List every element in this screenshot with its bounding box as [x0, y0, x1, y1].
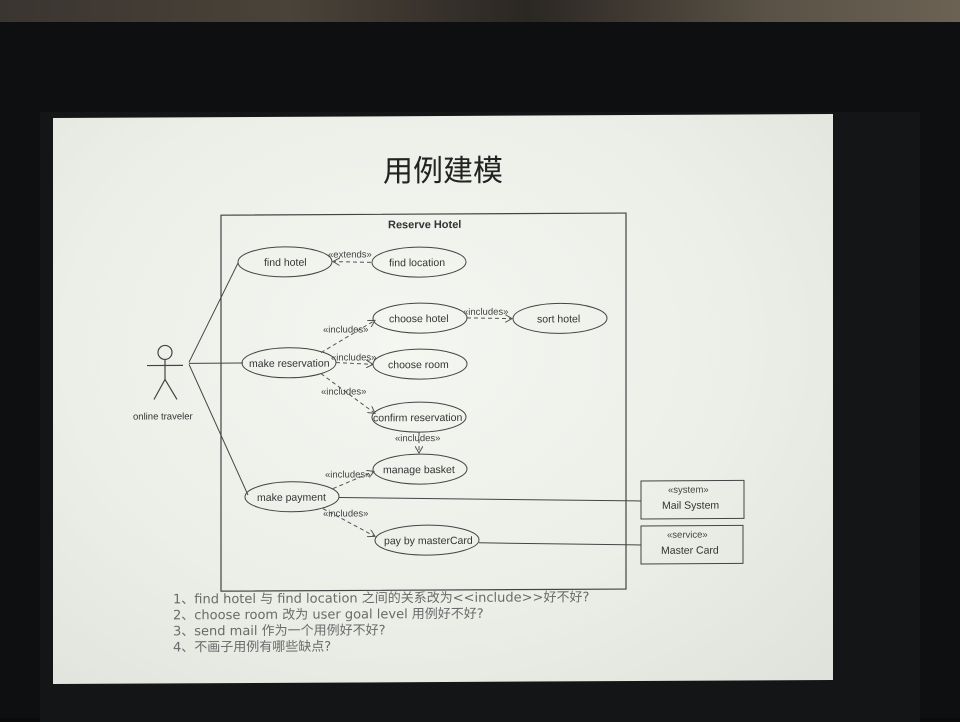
actor-online-traveler	[147, 345, 183, 399]
label-includes-payment-basket: «includes»	[325, 469, 370, 480]
label-includes-sort: «includes»	[463, 307, 508, 318]
label-includes-choose-hotel: «includes»	[323, 324, 368, 335]
mail-system-name: Mail System	[662, 500, 719, 512]
use-case-find-hotel: find hotel	[238, 247, 332, 277]
svg-text:choose room: choose room	[388, 359, 449, 371]
svg-text:confirm reservation: confirm reservation	[373, 412, 462, 424]
system-boundary-label: Reserve Hotel	[388, 219, 461, 231]
svg-text:make reservation: make reservation	[249, 358, 330, 370]
question-list: 1、find hotel 与 find location 之间的关系改为<<in…	[173, 589, 813, 656]
label-includes-mastercard: «includes»	[323, 508, 368, 519]
mail-system-stereotype: «system»	[668, 485, 709, 496]
external-master-card: «service» Master Card	[641, 525, 743, 564]
svg-text:find hotel: find hotel	[264, 257, 307, 269]
svg-text:sort hotel: sort hotel	[537, 313, 580, 325]
master-card-name: Master Card	[661, 545, 719, 557]
use-case-choose-hotel: choose hotel	[373, 303, 467, 333]
actor-label: online traveler	[133, 411, 193, 422]
question-item: 4、不画子用例有哪些缺点?	[173, 637, 813, 656]
label-extends: «extends»	[328, 249, 372, 260]
svg-text:find location: find location	[389, 257, 445, 269]
use-case-choose-room: choose room	[373, 349, 467, 379]
label-includes-basket: «includes»	[395, 433, 440, 444]
dependency-arrows	[321, 261, 512, 537]
use-case-pay-by-mastercard: pay by masterCard	[375, 525, 479, 556]
master-card-stereotype: «service»	[667, 530, 708, 541]
svg-text:make payment: make payment	[257, 492, 326, 504]
svg-text:choose hotel: choose hotel	[389, 313, 449, 325]
background-room-strip	[0, 0, 960, 22]
use-case-confirm-reservation: confirm reservation	[372, 402, 466, 432]
external-mail-system: «system» Mail System	[641, 480, 744, 519]
svg-text:pay by masterCard: pay by masterCard	[384, 535, 473, 547]
label-includes-choose-room: «includes»	[331, 352, 376, 363]
actor-associations	[189, 263, 248, 495]
use-case-find-location: find location	[372, 247, 466, 277]
use-case-make-payment: make payment	[245, 482, 339, 512]
use-case-manage-basket: manage basket	[373, 454, 467, 484]
svg-text:manage basket: manage basket	[383, 464, 455, 476]
use-case-sort-hotel: sort hotel	[513, 303, 607, 333]
actor-head	[158, 345, 172, 359]
projected-slide: 用例建模 Reserve Hotel online traveler	[53, 114, 833, 684]
label-includes-confirm: «includes»	[321, 386, 366, 397]
